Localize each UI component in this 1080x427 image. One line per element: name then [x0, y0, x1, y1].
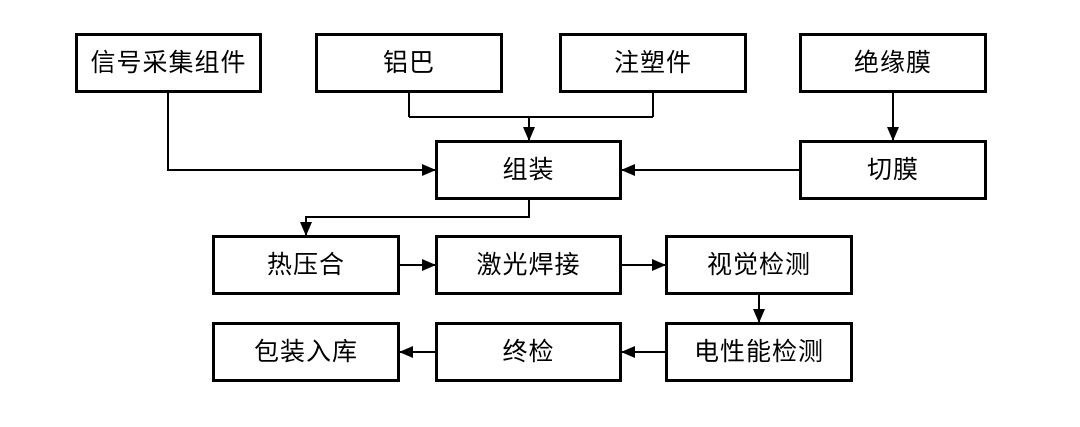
node-label-laser-welding: 激光焊接 [476, 251, 581, 279]
node-injection-part: 注塑件 [559, 33, 747, 93]
node-label-injection-part: 注塑件 [613, 49, 692, 77]
node-aluminum-bar: 铝巴 [315, 33, 503, 93]
node-film-cutting: 切膜 [799, 140, 987, 200]
edge-group [167, 93, 899, 358]
node-visual-inspection: 视觉检测 [665, 235, 853, 295]
edge-signal-acquisition-to-assembly [167, 93, 436, 176]
node-laser-welding: 激光焊接 [435, 235, 622, 295]
node-label-film-cutting: 切膜 [866, 156, 919, 184]
node-packaging-storage: 包装入库 [212, 322, 400, 382]
node-label-packaging-storage: 包装入库 [253, 338, 358, 366]
edge-assembly-to-hot-pressing [300, 200, 530, 236]
node-label-assembly: 组装 [502, 156, 555, 184]
node-label-signal-acquisition: 信号采集组件 [90, 49, 247, 77]
node-hot-pressing: 热压合 [212, 235, 400, 295]
node-electrical-test: 电性能检测 [665, 322, 853, 382]
node-label-aluminum-bar: 铝巴 [382, 49, 435, 77]
node-insulation-film: 绝缘膜 [799, 33, 987, 93]
node-signal-acquisition: 信号采集组件 [75, 33, 262, 93]
node-label-hot-pressing: 热压合 [266, 251, 345, 279]
node-assembly: 组装 [435, 140, 622, 200]
node-final-inspection: 终检 [435, 322, 622, 382]
node-label-insulation-film: 绝缘膜 [853, 49, 932, 77]
node-label-visual-inspection: 视觉检测 [706, 251, 811, 279]
node-label-final-inspection: 终检 [502, 338, 555, 366]
node-label-electrical-test: 电性能检测 [693, 338, 824, 366]
